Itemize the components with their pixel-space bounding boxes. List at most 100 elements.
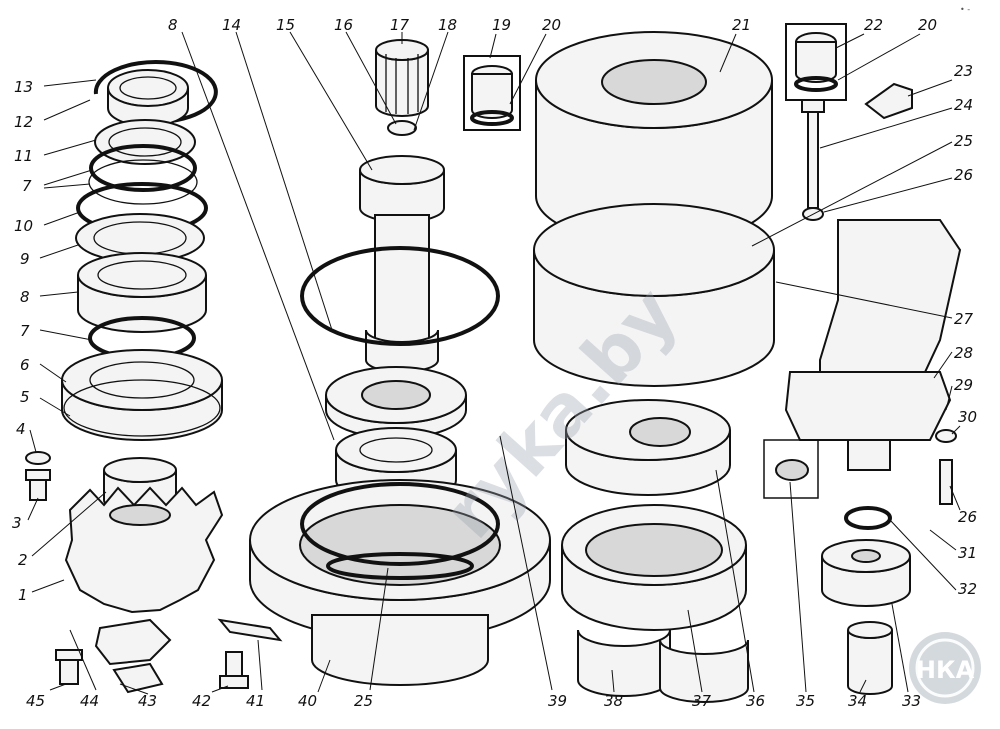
- part-label-20b: 20: [918, 16, 937, 34]
- leader-line-44: [69, 629, 97, 691]
- flange-29: [784, 371, 952, 441]
- part-label-8b: 8: [168, 16, 178, 34]
- leader-line-7a: [43, 183, 91, 189]
- leader-line-8b: [181, 31, 335, 441]
- plug-35: [775, 459, 809, 481]
- leader-lines: [27, 31, 961, 695]
- part-label-12: 12: [14, 113, 33, 131]
- leader-line-41: [257, 639, 263, 691]
- part-label-33: 33: [902, 692, 921, 710]
- part-label-44: 44: [80, 692, 99, 710]
- part-label-41: 41: [246, 692, 265, 710]
- leader-line-7a: [43, 169, 93, 186]
- part-label-26b: 26: [958, 508, 977, 526]
- right-center-parts: [463, 31, 819, 703]
- part-label-1: 1: [18, 586, 28, 604]
- leader-line-26a: [823, 177, 953, 213]
- seal-20: [470, 110, 514, 126]
- part-label-17: 17: [390, 16, 410, 34]
- leader-line-2: [31, 491, 107, 557]
- leader-line-32: [889, 519, 957, 591]
- center-column-parts: [249, 39, 551, 686]
- leader-line-20b: [837, 33, 921, 81]
- part-label-37: 37: [692, 692, 712, 710]
- leader-line-23: [907, 79, 953, 97]
- leader-line-33: [891, 603, 909, 693]
- washer-30: [935, 429, 957, 443]
- leader-line-15: [289, 31, 373, 171]
- leader-line-5: [39, 397, 71, 417]
- leader-line-25a: [751, 141, 953, 247]
- part-label-14: 14: [222, 16, 241, 34]
- o-ring-25-center: [300, 482, 500, 566]
- sprocket-1: [64, 486, 224, 614]
- leader-line-22: [835, 33, 865, 49]
- site-logo: НКА: [909, 632, 981, 704]
- leader-line-45: [49, 683, 67, 691]
- leader-line-20a: [509, 33, 547, 105]
- part-label-7a: 7: [22, 177, 32, 195]
- part-label-40: 40: [298, 692, 317, 710]
- plate-44: [94, 618, 172, 666]
- leader-line-25b: [369, 567, 389, 691]
- leader-line-37: [687, 609, 703, 693]
- bolt-42: [225, 651, 243, 679]
- o-ring-14: [300, 246, 500, 346]
- ring-5: [63, 379, 221, 437]
- washer-4: [25, 451, 51, 465]
- leader-line-31: [929, 529, 957, 551]
- bolt-3: [29, 477, 47, 501]
- stud-26: [939, 459, 953, 505]
- leader-line-27: [775, 281, 953, 319]
- part-label-9: 9: [20, 250, 30, 268]
- part-label-15: 15: [276, 16, 295, 34]
- leader-line-7b: [39, 329, 93, 341]
- part-label-28: 28: [954, 344, 973, 362]
- lock-plate-41: [217, 618, 283, 642]
- leader-line-30: [951, 425, 961, 435]
- part-label-36: 36: [746, 692, 765, 710]
- part-label-38: 38: [604, 692, 623, 710]
- leader-line-3: [27, 497, 39, 521]
- part-label-4: 4: [16, 420, 26, 438]
- part-label-7b: 7: [20, 322, 30, 340]
- leader-line-16: [345, 31, 397, 125]
- left-column-parts: [25, 60, 283, 694]
- leader-line-13: [43, 79, 97, 87]
- leader-line-21: [719, 33, 737, 73]
- leader-line-4: [29, 429, 37, 453]
- leader-line-34: [859, 679, 867, 693]
- plate-43: [112, 662, 164, 694]
- right-column-parts: [784, 23, 962, 695]
- leader-line-12: [43, 99, 91, 121]
- snap-ring-32: [844, 506, 892, 530]
- leader-line-29: [945, 385, 953, 411]
- leader-line-11: [43, 139, 97, 156]
- part-label-26a: 26: [954, 166, 973, 184]
- ring-11: [94, 119, 196, 165]
- part-label-18: 18: [438, 16, 457, 34]
- leader-line-26b: [949, 485, 961, 511]
- leader-line-9: [39, 244, 79, 259]
- bolt-45: [59, 657, 79, 685]
- pinion-34: [847, 629, 893, 695]
- leader-line-6: [39, 363, 67, 383]
- bolt-24: [807, 107, 819, 209]
- part-label-3: 3: [12, 514, 22, 532]
- part-label-25b: 25: [354, 692, 373, 710]
- leader-line-40: [317, 659, 331, 693]
- leader-line-36: [715, 469, 755, 693]
- part-label-6: 6: [20, 356, 30, 374]
- part-label-22: 22: [864, 16, 883, 34]
- part-label-29: 29: [954, 376, 973, 394]
- part-label-45: 45: [26, 692, 45, 710]
- leader-line-8a: [39, 291, 79, 297]
- part-label-43: 43: [138, 692, 157, 710]
- part-label-27: 27: [954, 310, 974, 328]
- leader-line-18: [413, 31, 449, 131]
- part-label-25a: 25: [954, 132, 973, 150]
- part-label-16: 16: [334, 16, 353, 34]
- leader-line-39: [499, 435, 553, 691]
- part-label-32: 32: [958, 580, 977, 598]
